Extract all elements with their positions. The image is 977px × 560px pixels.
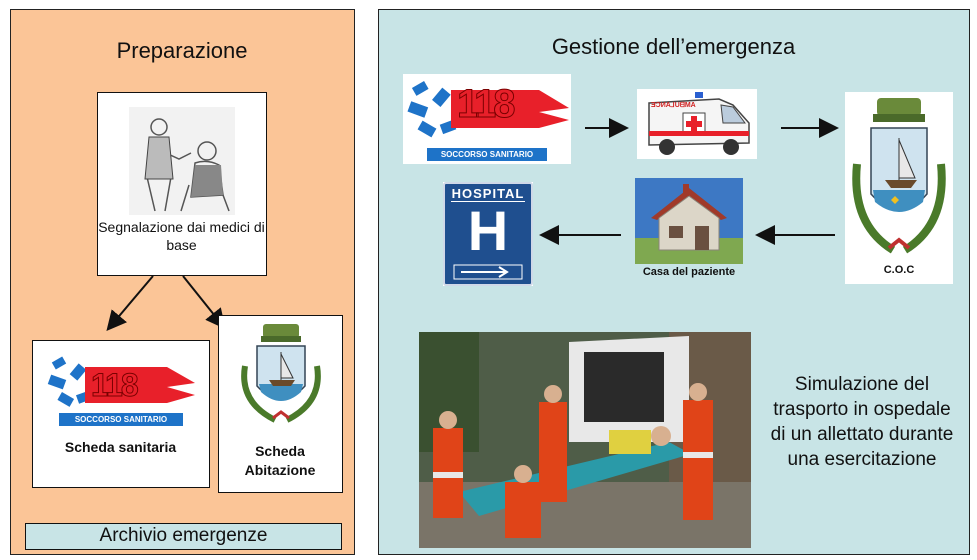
rescue-scene-illustration (419, 332, 751, 548)
logo-118-large: 118 SOCCORSO SANITARIO (403, 74, 571, 164)
rescue-exercise-photo (419, 332, 751, 548)
logo-118-large-banner: SOCCORSO SANITARIO (427, 148, 547, 161)
simulation-caption: Simulazione del trasporto in ospedale di… (770, 374, 954, 470)
preparation-panel: Preparazione Segnalazione dai medici di … (10, 9, 355, 555)
logo-118-number: 118 (91, 367, 140, 404)
arrows-left (106, 275, 226, 332)
doctor-box: Segnalazione dai medici di base (97, 92, 267, 276)
municipal-crest-icon (241, 324, 321, 423)
gestione-title: Gestione dell’emergenza (551, 34, 796, 59)
hospital-sign-word: HOSPITAL (451, 186, 525, 202)
star-of-life-icon (407, 81, 569, 138)
scheda-sanitaria-box: 118 SOCCORSO SANITARIO Scheda sanitaria (32, 340, 210, 488)
house-icon (635, 178, 743, 264)
logo-118-banner: SOCCORSO SANITARIO (59, 413, 183, 426)
scheda-abitazione-box: Scheda Abitazione (218, 315, 343, 493)
doctor-caption: Segnalazione dai medici di base (98, 219, 265, 253)
ambulance-icon (648, 92, 750, 155)
hospital-sign-image: HOSPITAL H (443, 182, 533, 286)
hospital-sign: HOSPITAL H (443, 182, 533, 286)
preparation-title: Preparazione (116, 38, 248, 63)
arrow-right-icon (453, 264, 523, 280)
coc-label: C.O.C (883, 264, 915, 276)
house-label: Casa del paziente (642, 266, 736, 278)
scheda-sanitaria-label: Scheda sanitaria (64, 439, 177, 455)
archivio-emergenze: Archivio emergenze (25, 523, 342, 550)
coc-box: C.O.C (845, 92, 953, 284)
flow-arrows (539, 118, 839, 245)
scheda-abitazione-label: Scheda Abitazione (244, 443, 316, 478)
ambulance-image: ƎƆИA⅃UᗺMA (637, 89, 757, 159)
logo-118: 118 SOCCORSO SANITARIO (47, 353, 195, 431)
logo-118-large-number: 118 (457, 82, 516, 127)
municipal-crest-icon (852, 98, 946, 254)
star-of-life-icon (47, 356, 195, 407)
hospital-sign-letter: H (467, 199, 509, 262)
ambulance-lettering: ƎƆИA⅃UᗺMA (651, 102, 696, 109)
emergency-management-panel: Gestione dell’emergenza 118 SOCCORSO SAN… (378, 9, 970, 555)
doctor-visit-illustration (129, 107, 235, 215)
house-image (635, 178, 743, 264)
